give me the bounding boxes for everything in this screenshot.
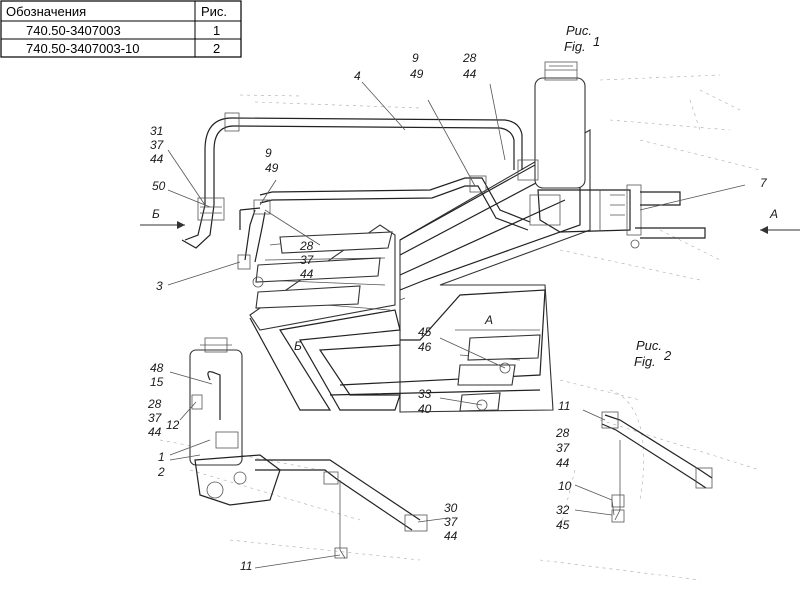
callout-4: 4	[354, 69, 361, 83]
view-label-a-inner: А	[484, 313, 493, 327]
callout-44-mid: 44	[300, 267, 314, 281]
view-label-b-left: Б	[152, 207, 160, 221]
callout-44-right: 44	[444, 529, 458, 543]
callout-12: 12	[166, 418, 180, 432]
callout-1: 1	[158, 450, 165, 464]
fig1-title-ru: Рис.	[566, 23, 592, 38]
fig2-title-en: Fig.	[634, 354, 656, 369]
callout-50: 50	[152, 179, 166, 193]
callout-37-low: 37	[148, 411, 163, 425]
table-cell-r2-designation: 740.50-3407003-10	[26, 41, 140, 56]
view-label-b-inner: Б	[294, 339, 302, 353]
background-ghost-lines	[159, 74, 761, 581]
callout-48: 48	[150, 361, 164, 375]
view-arrows	[140, 221, 800, 234]
callout-37-mid: 37	[300, 253, 315, 267]
view-label-a-right: А	[769, 207, 778, 221]
callout-7: 7	[760, 176, 768, 190]
callout-9-mid: 9	[265, 146, 272, 160]
fig2-assembly	[601, 411, 713, 523]
callout-49-mid: 49	[265, 161, 279, 175]
callout-45-fig2: 45	[556, 518, 570, 532]
callout-28-mid: 28	[299, 239, 314, 253]
designation-table: Обозначения Рис. 740.50-3407003 1 740.50…	[0, 0, 242, 58]
callout-44-top: 44	[463, 67, 477, 81]
fig2-title-ru: Рис.	[636, 338, 662, 353]
callout-49-top: 49	[410, 67, 424, 81]
callout-32: 32	[556, 503, 570, 517]
callout-37-a: 37	[150, 138, 165, 152]
top-pipe-assembly	[181, 61, 706, 270]
table-cell-r1-designation: 740.50-3407003	[26, 23, 121, 38]
fig1-title-num: 1	[593, 34, 600, 49]
fig1-title: Рис. Fig. 1	[564, 23, 600, 54]
callout-44-a: 44	[150, 152, 164, 166]
callout-labels: 4 9 49 28 44 31 37 44 50 9 49 7 28 37 44…	[147, 51, 768, 573]
table-cell-r1-fig: 1	[213, 23, 220, 38]
callout-3: 3	[156, 279, 163, 293]
lower-pump-assembly	[189, 337, 428, 559]
table-header-fig: Рис.	[201, 4, 227, 19]
callout-46: 46	[418, 340, 432, 354]
callout-28-low: 28	[147, 397, 162, 411]
callout-37-fig2: 37	[556, 441, 571, 455]
callout-37-right: 37	[444, 515, 459, 529]
fig1-title-en: Fig.	[564, 39, 586, 54]
callout-11-bottom: 11	[240, 559, 252, 573]
callout-2: 2	[157, 465, 165, 479]
callout-40: 40	[418, 402, 432, 416]
callout-45: 45	[418, 325, 432, 339]
callout-9-top: 9	[412, 51, 419, 65]
leader-lines	[167, 81, 746, 569]
callout-10: 10	[558, 479, 572, 493]
callout-30: 30	[444, 501, 458, 515]
callout-31: 31	[150, 124, 163, 138]
callout-11-fig2: 11	[558, 399, 570, 413]
fig2-title: Рис. Fig. 2	[634, 338, 672, 369]
callout-28-fig2: 28	[555, 426, 570, 440]
callout-33: 33	[418, 387, 432, 401]
table-header-designation: Обозначения	[6, 4, 86, 19]
callout-44-low: 44	[148, 425, 162, 439]
callout-15: 15	[150, 375, 164, 389]
table-cell-r2-fig: 2	[213, 41, 220, 56]
fig2-title-num: 2	[663, 348, 672, 363]
callout-28-top: 28	[462, 51, 477, 65]
callout-44-fig2: 44	[556, 456, 570, 470]
